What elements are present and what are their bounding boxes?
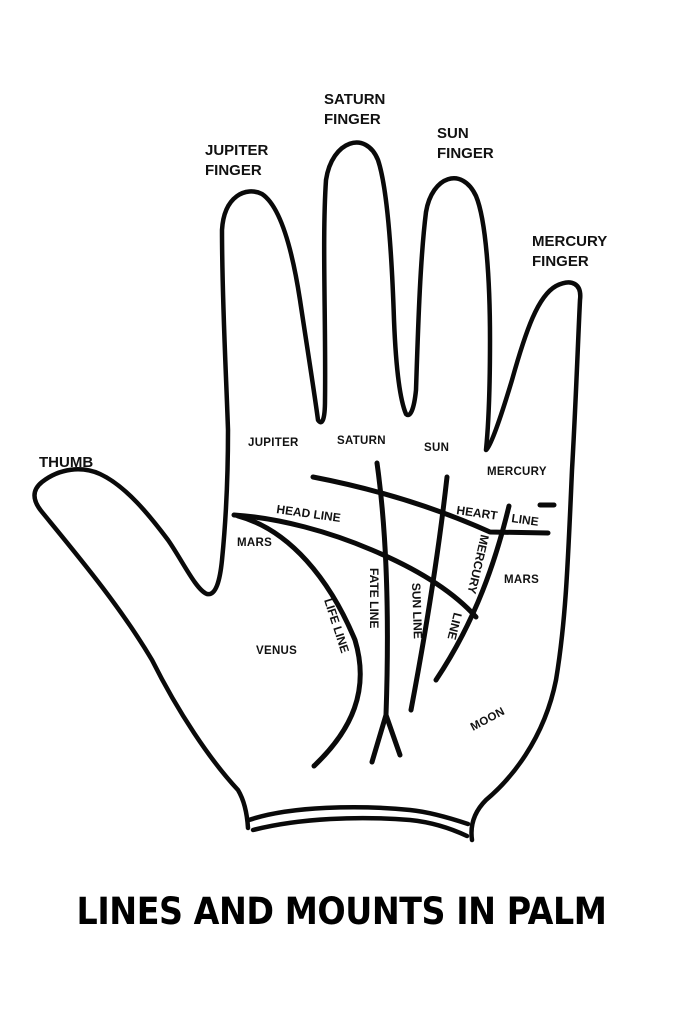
label-mount-venus: VENUS xyxy=(256,645,297,657)
label-sun-line: SUN LINE xyxy=(409,583,425,639)
wrist-line-upper xyxy=(246,805,471,827)
label-mercury-line-1: MERCURY xyxy=(465,533,492,595)
label-mount-mars-upper: MARS xyxy=(237,537,272,549)
label-heart-line-2: LINE xyxy=(511,511,540,529)
hand-outline xyxy=(32,140,583,843)
label-mount-sun: SUN xyxy=(424,442,449,454)
label-sun-finger: SUN FINGER xyxy=(437,125,494,162)
fate-line-fork xyxy=(383,712,403,758)
diagram-title: LINES AND MOUNTS IN PALM xyxy=(76,890,607,933)
label-mercury-finger: MERCURY FINGER xyxy=(532,233,611,270)
label-jupiter-finger: JUPITER FINGER xyxy=(205,142,273,179)
label-mount-moon: MOON xyxy=(469,706,507,734)
label-mount-mars-lower: MARS xyxy=(504,574,539,586)
head-line xyxy=(231,512,479,620)
fate-line xyxy=(369,460,390,765)
mercury-line xyxy=(433,503,512,683)
label-mercury-line-2: LINE xyxy=(444,611,464,641)
label-fate-line: FATE LINE xyxy=(367,568,381,628)
label-mount-saturn: SATURN xyxy=(337,435,386,447)
life-line xyxy=(235,513,363,769)
heart-line xyxy=(310,474,551,536)
label-heart-line-1: HEART xyxy=(456,503,500,523)
label-saturn-finger: SATURN FINGER xyxy=(324,91,390,128)
wrist-line-lower xyxy=(250,815,470,839)
sun-line xyxy=(408,474,450,713)
label-thumb: THUMB xyxy=(39,454,93,471)
label-mount-jupiter: JUPITER xyxy=(248,437,299,449)
label-mount-mercury: MERCURY xyxy=(487,466,547,478)
